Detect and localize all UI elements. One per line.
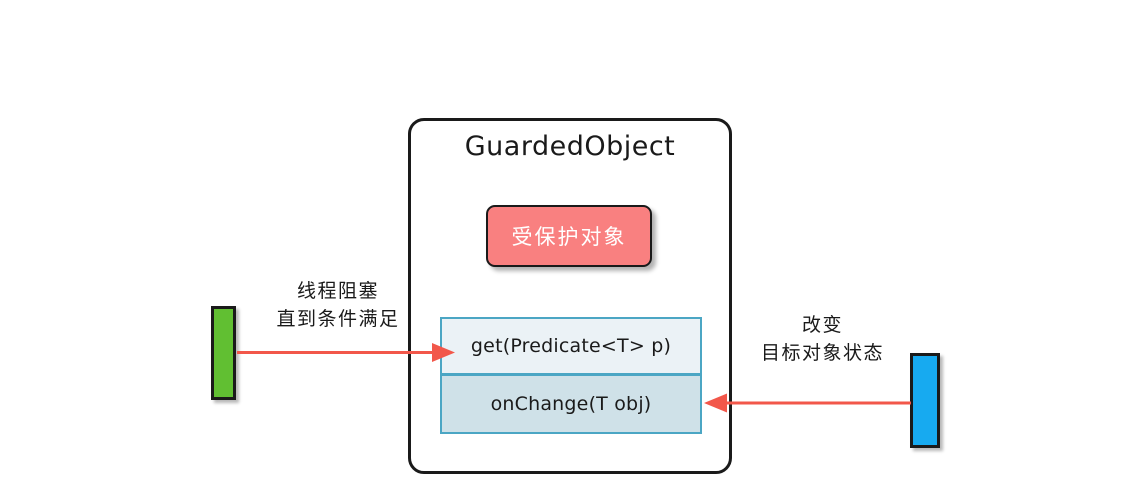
guarded-object-title: GuardedObject	[464, 131, 676, 162]
protected-object-box: 受保护对象	[486, 205, 652, 267]
left-annotation-line-1: 线程阻塞	[296, 280, 379, 302]
notifying-thread-bar	[910, 353, 940, 448]
method-table: get(Predicate<T> p) onChange(T obj)	[440, 317, 702, 434]
left-annotation-line-2: 直到条件满足	[276, 307, 400, 330]
protected-object-label: 受保护对象	[511, 225, 627, 249]
onchange-call-arrow	[704, 393, 911, 413]
left-annotation: 线程阻塞 直到条件满足	[258, 278, 418, 333]
method-label-get: get(Predicate<T> p)	[470, 334, 672, 357]
method-row-get: get(Predicate<T> p)	[442, 319, 700, 376]
right-annotation: 改变 目标对象状态	[735, 312, 910, 367]
right-annotation-line-2: 目标对象状态	[760, 341, 884, 364]
method-row-onchange: onChange(T obj)	[442, 375, 700, 432]
waiting-thread-bar	[211, 306, 236, 400]
right-annotation-line-1: 改变	[801, 314, 843, 336]
method-label-onchange: onChange(T obj)	[490, 392, 652, 415]
